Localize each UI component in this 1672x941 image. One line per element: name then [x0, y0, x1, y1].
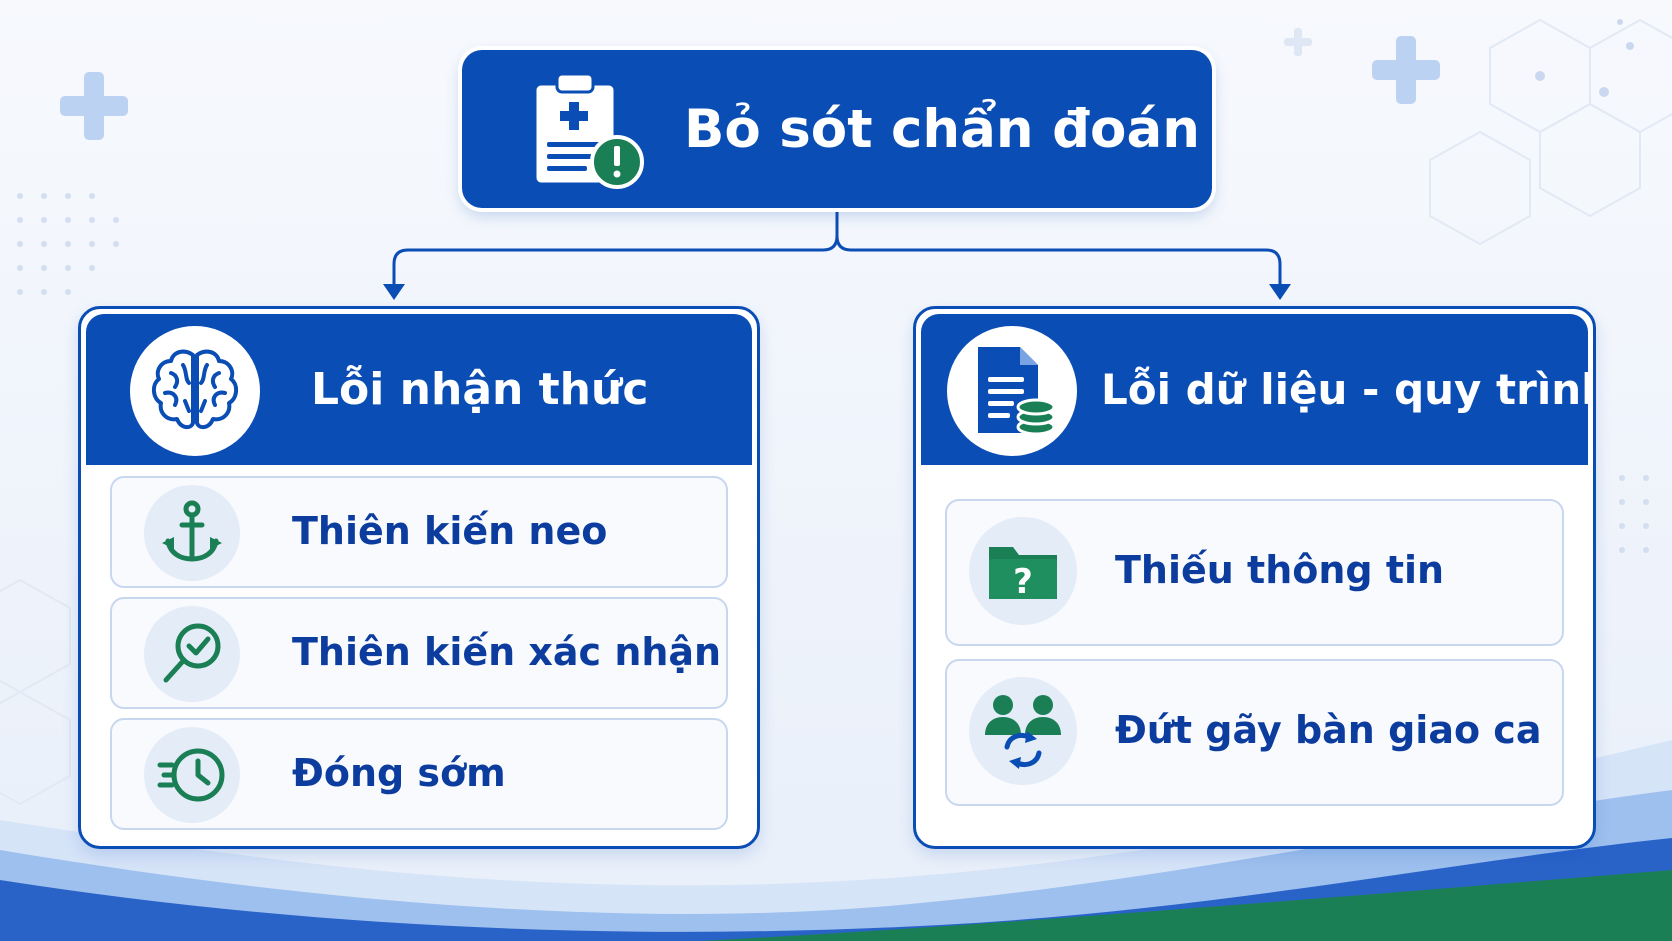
dot-grid-decoration [17, 193, 1649, 553]
svg-text:?: ? [1013, 562, 1033, 602]
folder-question-icon: ? [989, 547, 1057, 602]
root-node: Bỏ sót chẩn đoán [462, 50, 1212, 208]
branch-header: Lỗi nhận thức [86, 314, 752, 465]
item-icon-circle [969, 677, 1077, 785]
clipboard-alert-icon [533, 72, 644, 189]
item-label: Đóng sớm [292, 751, 506, 795]
hexagon-network-decoration [0, 18, 1672, 806]
item-label: Đứt gãy bàn giao ca [1115, 708, 1542, 752]
plus-decoration [60, 36, 1440, 140]
brain-icon [152, 349, 238, 430]
anchor-icon [162, 500, 222, 562]
item-label: Thiên kiến neo [292, 509, 608, 553]
branch-icon-circle [947, 326, 1077, 456]
item-icon-circle: ? [969, 517, 1077, 625]
list-item: ? Thiếu thông tin [945, 499, 1564, 646]
root-title: Bỏ sót chẩn đoán [684, 99, 1200, 160]
branch-panel-data-process: Lỗi dữ liệu - quy trình ? Thiếu thông ti… [913, 306, 1596, 849]
people-handoff-icon [985, 695, 1061, 769]
list-item: Đứt gãy bàn giao ca [945, 659, 1564, 806]
item-icon-circle [144, 727, 240, 823]
list-item: Đóng sớm [110, 718, 728, 830]
item-label: Thiên kiến xác nhận [292, 630, 722, 674]
fast-clock-icon [157, 748, 225, 802]
arrow-head-right [1269, 284, 1291, 300]
branch-header: Lỗi dữ liệu - quy trình [921, 314, 1593, 465]
list-item: Thiên kiến neo [110, 476, 728, 588]
wave-decoration [0, 740, 1672, 941]
arrow-head-left [383, 284, 405, 300]
branch-title: Lỗi nhận thức [311, 364, 649, 415]
item-icon-circle [144, 606, 240, 702]
item-label: Thiếu thông tin [1115, 548, 1445, 592]
branch-title: Lỗi dữ liệu - quy trình [1101, 365, 1596, 414]
branch-panel-cognitive: Lỗi nhận thức Thiên kiến neo [78, 306, 760, 849]
document-database-icon [978, 347, 1056, 436]
magnifier-check-icon [163, 623, 221, 683]
item-icon-circle [144, 485, 240, 581]
branch-icon-circle [130, 326, 260, 456]
list-item: Thiên kiến xác nhận [110, 597, 728, 709]
